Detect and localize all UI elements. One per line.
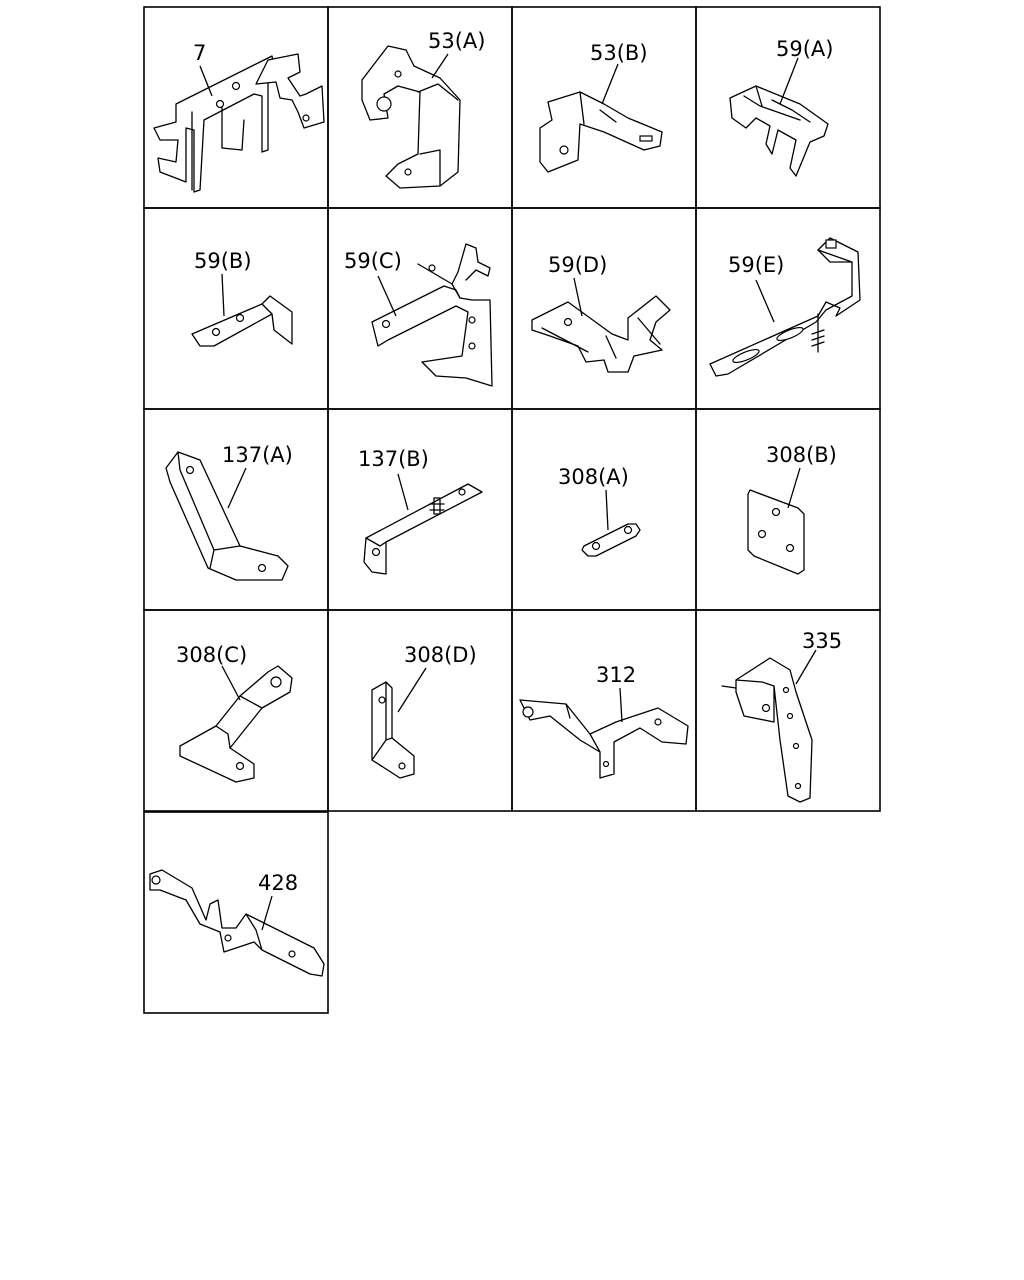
part-cell-59a[interactable]: 59(A) [695,6,881,209]
part-label-308d: 308(D) [404,643,477,667]
part-cell-308a[interactable]: 308(A) [511,408,697,611]
part-cell-59e[interactable]: 59(E) [695,207,881,410]
part-cell-59c[interactable]: 59(C) [327,207,513,410]
part-label-59d: 59(D) [548,253,607,277]
part-cell-428[interactable]: 428 [143,811,329,1014]
part-label-59a: 59(A) [776,37,833,61]
part-label-137a: 137(A) [222,443,293,467]
part-label-428: 428 [258,871,298,895]
part-cell-53b[interactable]: 53(B) [511,6,697,209]
part-label-308b: 308(B) [766,443,837,467]
part-label-59c: 59(C) [344,249,402,273]
part-label-53b: 53(B) [590,41,648,65]
part-label-59e: 59(E) [728,253,784,277]
part-label-59b: 59(B) [194,249,252,273]
part-label-308a: 308(A) [558,465,629,489]
part-label-137b: 137(B) [358,447,429,471]
part-cell-308c[interactable]: 308(C) [143,609,329,812]
part-cell-137a[interactable]: 137(A) [143,408,329,611]
part-cell-53a[interactable]: 53(A) [327,6,513,209]
part-label-7: 7 [193,41,206,65]
part-label-335: 335 [802,629,842,653]
part-cell-59d[interactable]: 59(D) [511,207,697,410]
part-cell-335[interactable]: 335 [695,609,881,812]
part-cell-137b[interactable]: 137(B) [327,408,513,611]
part-label-308c: 308(C) [176,643,247,667]
part-cell-308b[interactable]: 308(B) [695,408,881,611]
part-cell-312[interactable]: 312 [511,609,697,812]
part-cell-308d[interactable]: 308(D) [327,609,513,812]
part-cell-7[interactable]: 7 [143,6,329,209]
part-label-312: 312 [596,663,636,687]
part-cell-59b[interactable]: 59(B) [143,207,329,410]
part-label-53a: 53(A) [428,29,485,53]
